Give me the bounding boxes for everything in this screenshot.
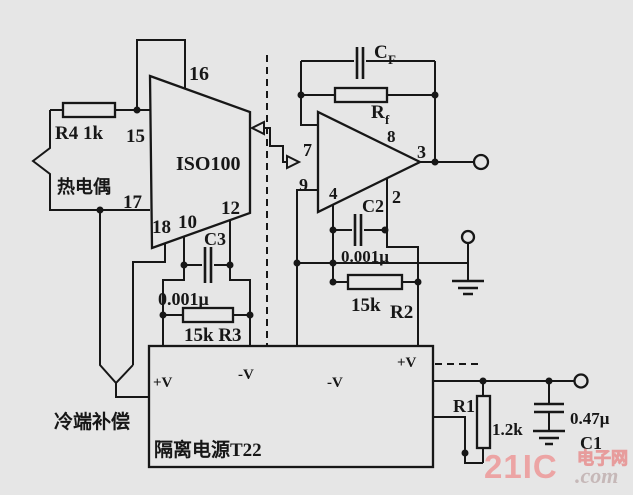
resistor-rf — [333, 86, 389, 104]
power-box-minus-v-right: -V — [327, 375, 343, 391]
ground-symbol-c1 — [533, 429, 565, 446]
resistor-r3-label: 15k R3 — [184, 325, 242, 346]
thermocouple-label: 热电偶 — [57, 176, 111, 197]
pin-7-label: 7 — [303, 140, 312, 160]
watermark-brand: 21IC — [484, 448, 558, 485]
pin-9-label: 9 — [299, 175, 308, 195]
watermark-site-name: 电子网 — [577, 448, 628, 468]
capacitor-cf — [355, 47, 365, 79]
cold-junction-label: 冷端补偿 — [54, 410, 130, 433]
capacitor-c2-value: 0.001μ — [341, 247, 389, 266]
pin-3-label: 3 — [417, 142, 426, 162]
capacitor-c1-label: C1 — [580, 433, 602, 453]
capacitor-cf-label: C — [374, 42, 388, 63]
pin-2-label: 2 — [392, 187, 401, 207]
resistor-rf-subscript: f — [385, 112, 390, 127]
resistor-r2-label: R2 — [390, 302, 413, 323]
iso100-label: ISO100 — [176, 153, 240, 175]
watermark-domain: .com — [575, 463, 618, 488]
iso100-body — [148, 74, 252, 250]
capacitor-c3-value: 0.001μ — [158, 289, 209, 309]
output-terminal-opamp — [472, 153, 490, 171]
capacitor-c1-value: 0.47μ — [570, 409, 610, 428]
resistor-r3 — [181, 306, 235, 324]
capacitor-c2 — [353, 214, 363, 246]
pin-12-label: 12 — [221, 198, 240, 219]
capacitor-c3-label: C3 — [204, 229, 226, 249]
opamp-input-arrow-icon — [286, 154, 302, 170]
resistor-r2-value: 15k — [351, 295, 381, 316]
capacitor-c3 — [203, 247, 213, 283]
pin-18-label: 18 — [152, 217, 171, 238]
power-output-terminal — [573, 373, 589, 389]
capacitor-c1 — [534, 402, 564, 414]
pin-16-label: 16 — [189, 63, 209, 85]
pin-15-label: 15 — [126, 126, 145, 147]
pin-10-label: 10 — [178, 212, 197, 233]
resistor-r1-value: 1.2k — [492, 420, 523, 439]
pin-17-label: 17 — [123, 192, 143, 213]
iso100-output-arrow-icon — [249, 120, 265, 136]
pin-8-label: 8 — [387, 127, 396, 146]
capacitor-cf-subscript: F — [388, 52, 396, 67]
junction-dots — [96, 91, 553, 457]
power-box-plus-v-left: +V — [153, 375, 173, 391]
resistor-r4-label: R4 1k — [55, 123, 103, 144]
opamp-body — [316, 110, 423, 214]
isolated-power-supply-box — [147, 344, 435, 469]
capacitor-c2-label: C2 — [362, 196, 384, 216]
power-box-plus-v-right: +V — [397, 355, 417, 371]
resistor-r2 — [346, 273, 404, 291]
ground-symbol-signal — [452, 279, 484, 296]
resistor-r1-label: R1 — [453, 396, 475, 416]
resistor-r4 — [61, 101, 117, 119]
power-box-minus-v-left: -V — [238, 367, 254, 383]
ground-terminal — [460, 229, 476, 245]
power-box-label: 隔离电源T22 — [154, 438, 262, 461]
resistor-rf-label: R — [371, 102, 385, 123]
pin-4-label: 4 — [329, 184, 338, 203]
resistor-r1 — [475, 394, 492, 450]
